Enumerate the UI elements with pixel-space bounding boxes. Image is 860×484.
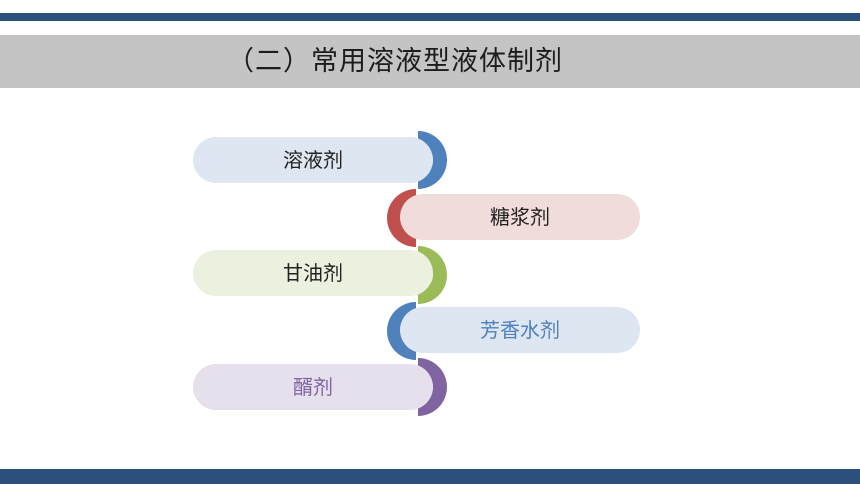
- list-item-3: 甘油剂: [193, 250, 433, 296]
- list-item-label: 糖浆剂: [490, 205, 550, 229]
- list-item-label: 甘油剂: [283, 261, 343, 285]
- list-item-1: 溶液剂: [193, 137, 433, 183]
- slide-title: （二）常用溶液型液体制剂: [227, 46, 563, 77]
- list-item-label: 醑剂: [293, 375, 333, 399]
- list-item-5: 醑剂: [193, 364, 433, 410]
- list-item-label: 芳香水剂: [480, 318, 560, 342]
- top-accent-bar: [0, 13, 860, 21]
- title-band: [0, 35, 860, 88]
- list-item-2: 糖浆剂: [400, 194, 640, 240]
- list-item-label: 溶液剂: [283, 148, 343, 172]
- bottom-accent-bar: [0, 469, 860, 484]
- list-item-4: 芳香水剂: [400, 307, 640, 353]
